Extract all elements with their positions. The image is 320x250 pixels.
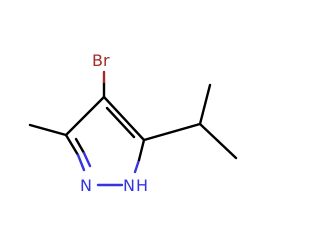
atom-label-nitrogen-1: N [123, 176, 135, 195]
bond-c3-n2-inner [74, 137, 86, 155]
bond-ch-methyl-up [198, 83, 212, 126]
atom-label-nitrogen-2: N [80, 176, 92, 195]
atom-label-bromine: Br [92, 51, 110, 70]
molecule-structure: Br N N H [28, 51, 238, 195]
bond-ch-methyl-down [198, 122, 238, 160]
bond-c3-n2 [64, 133, 80, 157]
bond-c3-n2-colored [76, 153, 86, 172]
bond-c5-ch [142, 122, 202, 142]
bond-c3-n2-inner-colored [82, 151, 92, 168]
bond-c4-c5-inner [105, 106, 136, 139]
atom-label-hydrogen: H [136, 176, 148, 195]
bond-c3-methyl [28, 123, 68, 137]
bond-n1-c5 [137, 138, 146, 162]
bond-n1-c5-colored [133, 158, 141, 174]
bond-c4-c5 [102, 95, 146, 142]
bond-c4-c3 [64, 95, 106, 137]
